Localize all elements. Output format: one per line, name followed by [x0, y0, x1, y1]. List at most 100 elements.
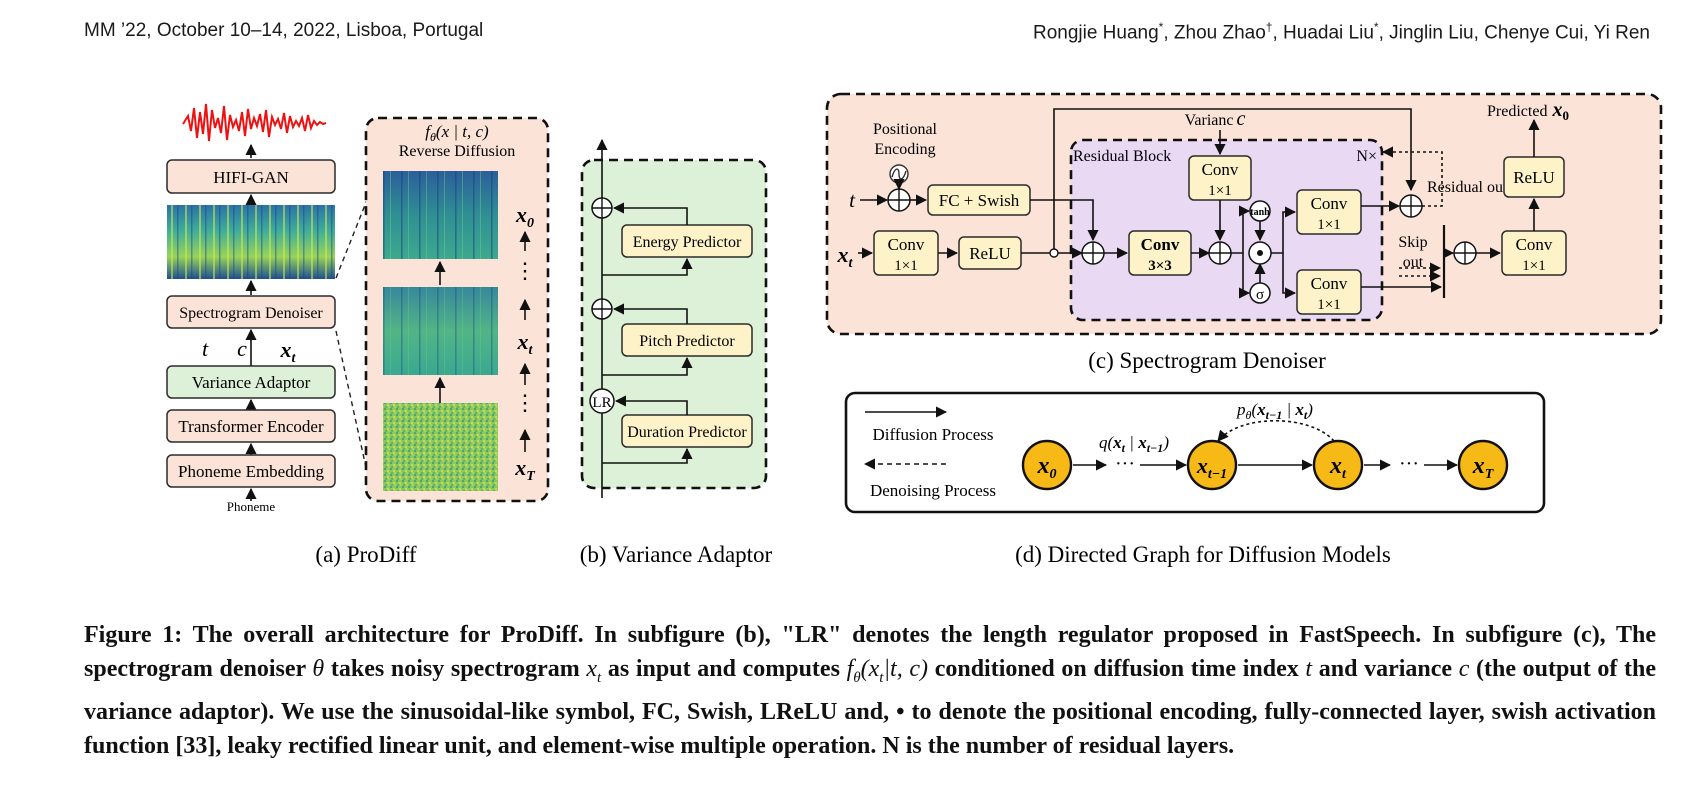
duration-branch-in: [602, 447, 693, 464]
author-1: Rongjie Huang: [1032, 22, 1159, 44]
skip-out-label-1: Skip: [1398, 234, 1427, 251]
panel-b-caption: (b) Variance Adaptor: [580, 542, 773, 567]
author-3: , Huadai Liu: [1272, 22, 1374, 44]
junction-node: [1049, 248, 1059, 258]
zoom-line-top: [335, 199, 368, 279]
conv-skip-label-2: 1×1: [1317, 297, 1340, 313]
state-xt-label: xt: [517, 329, 534, 358]
node-x0: [1021, 439, 1073, 491]
zoom-line-bottom: [335, 330, 368, 473]
author-mark-1: *: [1158, 20, 1164, 34]
waveform: [182, 103, 327, 142]
add2-to-sigma: [1238, 253, 1251, 299]
node-xt-1-label: xt−1: [1196, 453, 1227, 482]
t-input-label: t: [849, 188, 856, 212]
q-label: q(xt | xt−1): [1099, 433, 1169, 455]
cond-t-label: t: [202, 336, 209, 361]
residual-loop-dotted: [1381, 146, 1443, 207]
n-times-label: N×: [1356, 148, 1377, 165]
tanh-label: tanh: [1250, 207, 1270, 218]
positional-encoding-label-2: Encoding: [874, 141, 935, 158]
fc-swish-label: FC + Swish: [939, 191, 1020, 210]
node-x0-label: x0: [1037, 453, 1057, 482]
figure-caption: Figure 1: The overall architecture for P…: [84, 622, 1657, 759]
block-phoneme-embedding: [166, 454, 336, 488]
author-2: , Zhou Zhao: [1163, 22, 1266, 44]
node-xt: [1312, 439, 1364, 491]
pitch-branch-out: [612, 303, 688, 324]
skip-out-label-2: out: [1403, 254, 1424, 271]
add2-to-tanh: [1231, 205, 1251, 254]
x-input-label: xt: [837, 242, 854, 271]
figure-1: HIFI-GAN Spectrogram Denoiser t c xt Var…: [166, 92, 1663, 567]
conv-residual-label-2: 1×1: [1317, 217, 1340, 233]
conv-3x3-label-2: 3×3: [1148, 258, 1172, 274]
block-transformer-encoder-label: Transformer Encoder: [178, 417, 324, 436]
dots-2: ···: [1399, 453, 1419, 475]
p-label: pθ(xt−1 | xt): [1236, 400, 1313, 422]
author-mark-2: †: [1265, 20, 1273, 34]
block-phoneme-embedding-label: Phoneme Embedding: [178, 462, 324, 481]
caption-t: t: [1305, 656, 1313, 682]
lr-node: [589, 388, 615, 414]
conv-residual-block: [1296, 189, 1362, 235]
panel-d: Diffusion Process Denoising Process x0 x…: [844, 391, 1546, 567]
caption-c: c: [1458, 656, 1470, 682]
node-xT-label: xT: [1472, 453, 1495, 482]
panel-a-caption: (a) ProDiff: [315, 542, 416, 567]
mult-to-conv-res: [1271, 206, 1297, 254]
spectrogram-noise: [383, 403, 498, 491]
state-dots-1: ⋮: [514, 258, 536, 283]
reverse-diffusion-func: fθ(x | t, c): [425, 122, 489, 144]
multiply-dot: [1257, 250, 1263, 256]
energy-branch-out: [612, 202, 688, 225]
conv-out-label-2: 1×1: [1522, 258, 1545, 274]
panel-b: LR Energy Predictor Pitch Predictor Dura…: [580, 138, 773, 567]
positional-encoding-label-1: Positional: [873, 121, 938, 138]
panel-c-caption: (c) Spectrogram Denoiser: [1088, 348, 1326, 373]
node-xT: [1457, 439, 1509, 491]
residual-out-label: Residual out: [1427, 179, 1508, 196]
skip-top-line: [1053, 108, 1417, 249]
residual-block-label: Residual Block: [1073, 148, 1171, 165]
block-spectrogram-denoiser: [166, 295, 336, 329]
sigma-label: σ: [1256, 287, 1264, 303]
legend-denoising-label: Denoising Process: [870, 481, 996, 500]
block-variance-adaptor-label: Variance Adaptor: [192, 373, 311, 392]
author-rest: , Jinglin Liu, Chenye Cui, Yi Ren: [1378, 22, 1650, 44]
block-hifi-gan-label: HIFI-GAN: [213, 168, 289, 187]
spectrogram-mid: [383, 287, 498, 375]
caption-f-theta: fθ(xt|t, c): [846, 656, 929, 686]
running-header-authors: Rongjie Huang*, Zhou Zhao†, Huadai Liu*,…: [1033, 20, 1650, 44]
block-spectrogram-denoiser-label: Spectrogram Denoiser: [179, 305, 323, 322]
pitch-branch-in: [602, 356, 693, 376]
conv-residual-label-1: Conv: [1311, 194, 1348, 213]
panel-d-caption: (d) Directed Graph for Diffusion Models: [1015, 542, 1391, 567]
duration-predictor-label: Duration Predictor: [627, 424, 747, 441]
block-variance-adaptor: [166, 365, 336, 399]
conv-skip-block: [1296, 269, 1362, 315]
cond-c-label: c: [237, 336, 247, 361]
node-xt-1: [1186, 439, 1238, 491]
relu-in-label: ReLU: [969, 244, 1011, 263]
relu-out-label: ReLU: [1513, 168, 1555, 187]
cond-x-label: xt: [280, 337, 297, 366]
state-xT-label: xT: [514, 455, 536, 484]
dots-1: ···: [1115, 453, 1135, 475]
legend-diffusion-label: Diffusion Process: [872, 425, 993, 444]
running-header-venue: MM ’22, October 10–14, 2022, Lisboa, Por…: [84, 20, 484, 41]
phoneme-input-label: Phoneme: [227, 499, 276, 514]
positional-encoding-icon: [889, 164, 909, 184]
pitch-predictor-label: Pitch Predictor: [639, 333, 735, 350]
mel-spectrogram: [167, 205, 335, 279]
block-transformer-encoder: [166, 409, 336, 443]
reverse-diffusion-title: Reverse Diffusion: [399, 143, 516, 160]
state-x0-label: x0: [515, 202, 534, 231]
block-hifi-gan: [166, 159, 336, 194]
duration-branch-out: [614, 395, 688, 415]
panel-c: Residual Block N× Positional Encoding t …: [825, 92, 1663, 373]
lr-label: LR: [592, 395, 611, 411]
conv-variance-label-2: 1×1: [1208, 183, 1231, 199]
